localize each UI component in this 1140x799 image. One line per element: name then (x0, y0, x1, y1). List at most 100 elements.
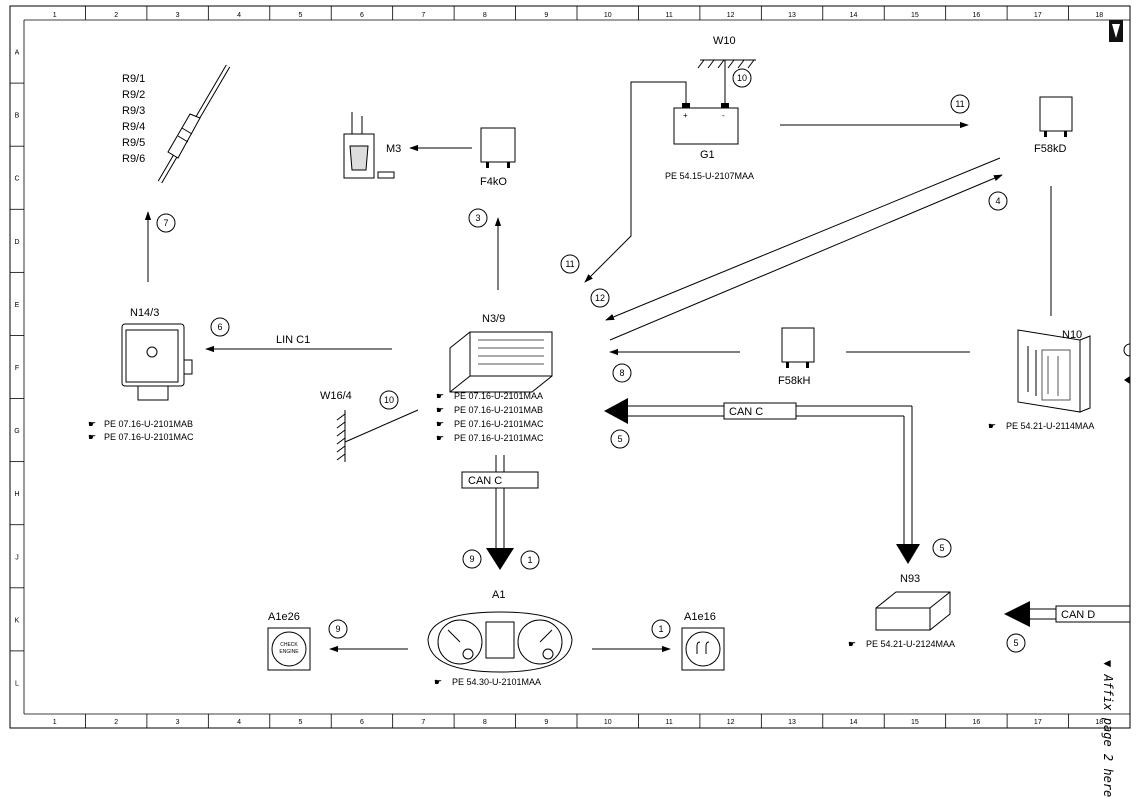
column-number: 3 (176, 12, 180, 19)
column-number: 1 (53, 12, 57, 19)
n10-ref: PE 54.21-U-2114MAA (1006, 421, 1094, 431)
w10-label: W10 (713, 35, 736, 47)
hand-icon: ☛ (434, 677, 442, 687)
column-number: 3 (176, 719, 180, 726)
callout-number: 12 (595, 293, 605, 303)
callout-number: 5 (939, 543, 944, 553)
column-number: 13 (788, 12, 796, 19)
callout-number: 6 (217, 322, 222, 332)
row-letter: H (14, 491, 19, 498)
ground-w16-4 (336, 410, 346, 462)
column-number: 2 (114, 12, 118, 19)
row-letter: E (15, 302, 20, 309)
n14-3-ref-2: PE 07.16-U-2101MAC (104, 432, 194, 442)
row-letter: A (15, 50, 20, 57)
f58kh-label: F58kH (778, 375, 810, 387)
column-number: 1 (53, 719, 57, 726)
column-number: 5 (299, 12, 303, 19)
column-number: 15 (911, 12, 919, 19)
column-number: 2 (114, 719, 118, 726)
edge-arrow-mark (1124, 376, 1130, 384)
row-letter: F (15, 365, 19, 372)
column-number: 17 (1034, 12, 1042, 19)
column-number: 8 (483, 12, 487, 19)
r9-1-label: R9/1 (122, 73, 145, 85)
row-letter: J (15, 554, 19, 561)
battery-g1 (673, 103, 739, 145)
module-n93 (875, 591, 951, 631)
callout-number: 10 (737, 73, 747, 83)
battery-minus: - (722, 111, 725, 120)
column-number: 12 (727, 12, 735, 19)
n93-label: N93 (900, 573, 920, 585)
column-number: 6 (360, 12, 364, 19)
instrument-cluster-a1 (427, 611, 573, 673)
a1e16-label: A1e16 (684, 611, 716, 623)
r9-3-label: R9/3 (122, 105, 145, 117)
callout-number: 11 (955, 99, 964, 109)
r9-2-label: R9/2 (122, 89, 145, 101)
column-number: 4 (237, 719, 241, 726)
indicator-a1e26 (267, 627, 311, 671)
hand-icon: ☛ (88, 419, 96, 429)
column-number: 7 (421, 719, 425, 726)
sam-control-unit-n10 (1017, 329, 1091, 413)
column-number: 18 (1095, 12, 1103, 19)
hand-icon: ☛ (436, 405, 444, 415)
can-d-label: CAN D (1061, 609, 1095, 621)
column-number: 16 (972, 719, 980, 726)
f58kd-label: F58kD (1034, 143, 1066, 155)
hand-icon: ☛ (436, 419, 444, 429)
column-number: 4 (237, 12, 241, 19)
column-number: 12 (727, 719, 735, 726)
n10-label: N10 (1062, 329, 1082, 341)
n3-9-ref-3: PE 07.16-U-2101MAC (454, 419, 544, 429)
g1-label: G1 (700, 149, 715, 161)
callout-number: 1 (527, 555, 532, 565)
row-letter: C (14, 176, 19, 183)
callout-number: 1 (658, 624, 663, 634)
hand-icon: ☛ (988, 421, 996, 431)
n3-9-label: N3/9 (482, 313, 505, 325)
column-number: 7 (421, 12, 425, 19)
hand-icon: ☛ (436, 433, 444, 443)
hand-icon: ☛ (848, 639, 856, 649)
n3-9-ref-4: PE 07.16-U-2101MAC (454, 433, 544, 443)
callout-number: 11 (565, 259, 574, 269)
callout-number: 4 (995, 196, 1000, 206)
callout-number: 10 (384, 395, 394, 405)
n3-9-ref-1: PE 07.16-U-2101MAA (454, 391, 543, 401)
bus-label-can-c-top: CAN C (461, 471, 539, 489)
callout-number: 5 (617, 434, 622, 444)
column-number: 10 (604, 12, 612, 19)
callout-number: 3 (475, 213, 480, 223)
callout-number: 7 (163, 218, 168, 228)
row-letter: K (15, 617, 20, 624)
column-number: 9 (544, 12, 548, 19)
corner-emblem (1109, 20, 1123, 42)
column-number: 11 (666, 12, 673, 19)
f4ko-label: F4kO (480, 176, 507, 188)
column-number: 8 (483, 719, 487, 726)
column-number: 18 (1095, 719, 1103, 726)
column-number: 11 (666, 719, 673, 726)
circle-callouts: 10 11 11 12 4 7 3 6 10 8 5 5 5 9 1 9 1 (156, 68, 1026, 653)
row-letter: L (15, 680, 19, 687)
callout-number: 5 (1013, 638, 1018, 648)
check-engine-text: CHECK (280, 642, 298, 648)
hand-icon: ☛ (88, 432, 96, 442)
fuel-pump-m3 (343, 112, 395, 179)
connection-lines (144, 60, 1052, 653)
can-c-label: CAN C (729, 406, 763, 418)
ground-w10 (697, 59, 756, 69)
battery-plus: + (683, 111, 688, 120)
callout-number: 9 (469, 554, 474, 564)
m3-label: M3 (386, 143, 401, 155)
affix-page-note: ▼ Affix page 2 here ▼ (1101, 660, 1115, 799)
column-number: 17 (1034, 719, 1042, 726)
